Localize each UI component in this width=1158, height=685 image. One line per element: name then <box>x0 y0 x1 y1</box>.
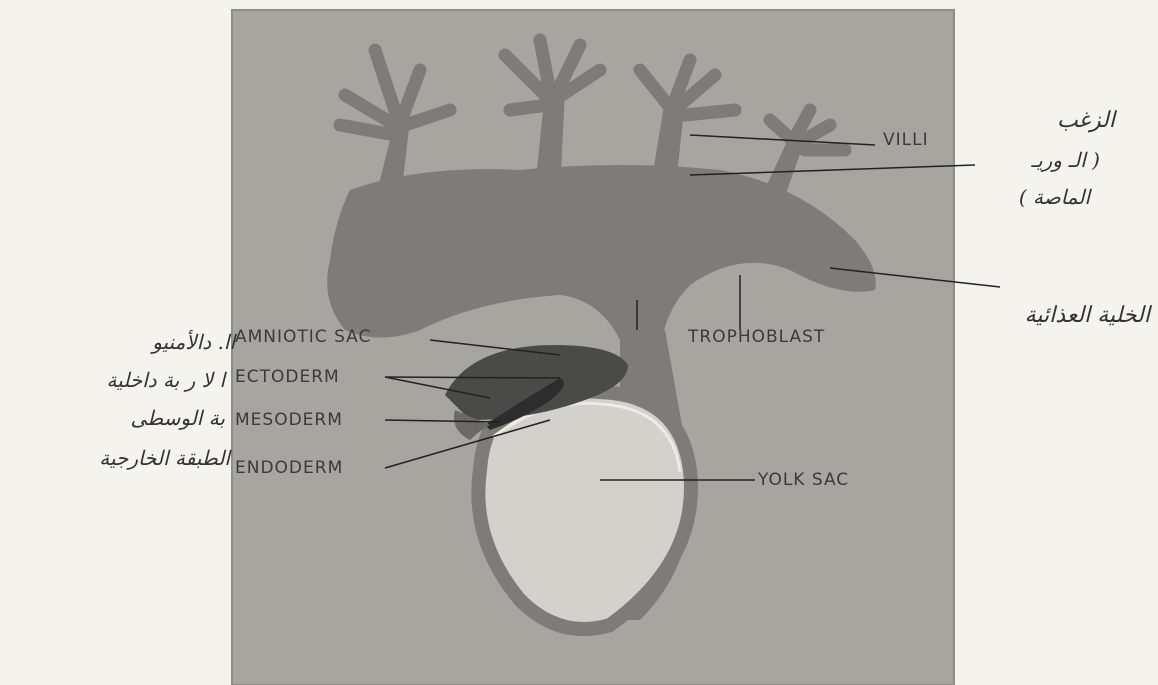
annotation-villi-line3: الماصة ) <box>1000 185 1090 209</box>
annotation-villi-line1: الزغب <box>1035 108 1115 133</box>
annotation-mesoderm: بة الوسطى <box>5 406 225 430</box>
label-endoderm: ENDODERM <box>235 458 343 478</box>
page-text-line <box>965 32 1125 44</box>
label-trophoblast: TROPHOBLAST <box>688 327 825 347</box>
annotation-amniotic: اا. دالأمنيو <box>5 330 235 354</box>
annotation-trophoblast: الخلية العذائية <box>1000 303 1150 328</box>
label-villi: VILLI <box>883 130 929 150</box>
label-yolk-sac: YOLK SAC <box>758 470 849 490</box>
annotation-ectoderm: ا لا ر بة داخلية <box>5 368 225 392</box>
label-mesoderm: MESODERM <box>235 410 343 430</box>
annotation-villi-line2: ( الـ وريـ <box>990 148 1100 172</box>
label-amniotic-sac: AMNIOTIC SAC <box>235 327 371 347</box>
label-ectoderm: ECTODERM <box>235 367 340 387</box>
annotation-endoderm: الطبقة الخارجية <box>0 446 230 470</box>
